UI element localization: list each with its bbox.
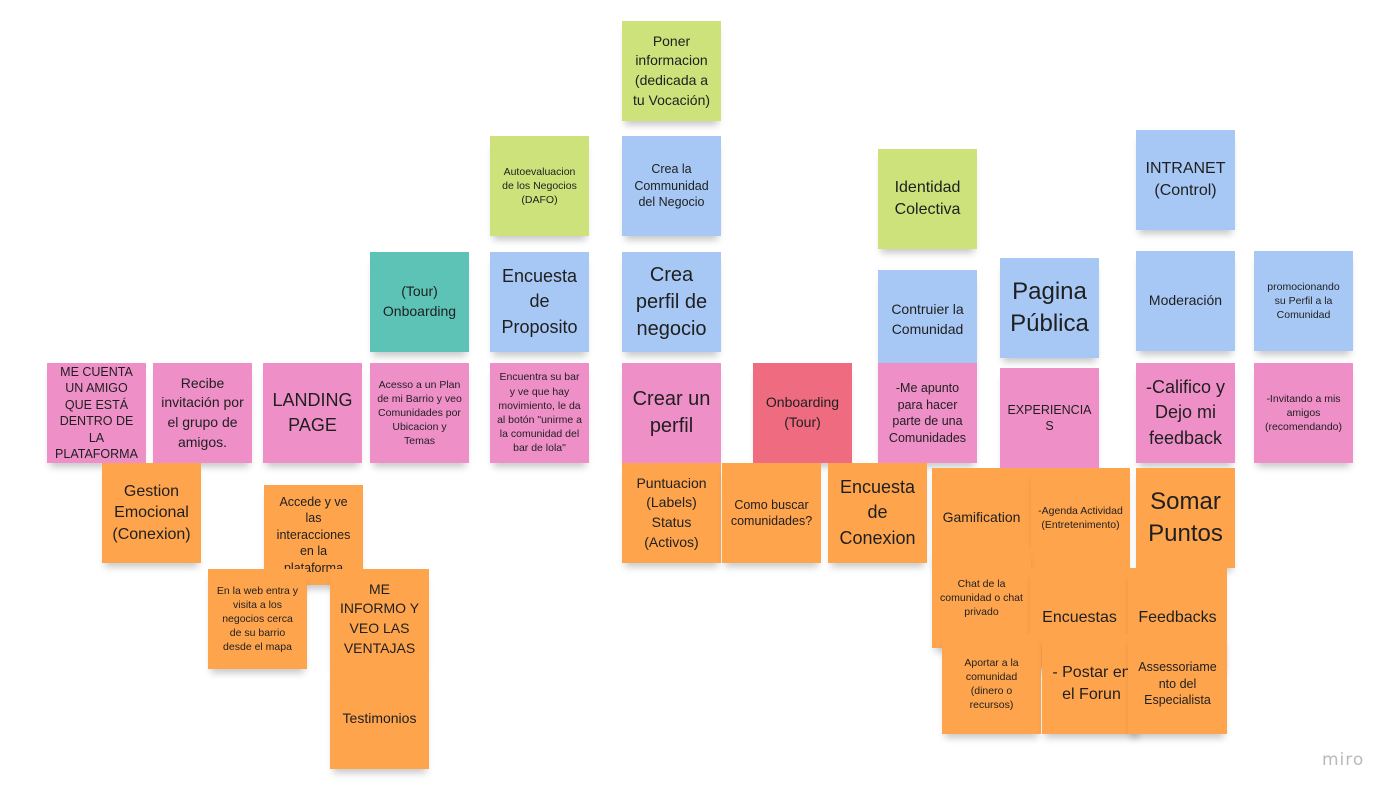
sticky-note-encuesta-de-conexion[interactable]: Encuesta de Conexion [828,463,927,563]
sticky-note-intranet-control[interactable]: INTRANET (Control) [1136,130,1235,230]
sticky-note-somar-puntos[interactable]: Somar Puntos [1136,468,1235,568]
sticky-note-agenda-actividad[interactable]: -Agenda Actividad (Entretenimento) [1031,468,1130,568]
sticky-note-puntuacion-labels[interactable]: Puntuacion (Labels) Status (Activos) [622,463,721,563]
sticky-note-aportar-comunidad[interactable]: Aportar a la comunidad (dinero o recurso… [942,634,1041,734]
sticky-note-recibe-invitacion[interactable]: Recibe invitación por el grupo de amigos… [153,363,252,463]
sticky-note-crea-perfil-negocio[interactable]: Crea perfil de negocio [622,252,721,352]
sticky-note-landing-page[interactable]: LANDING PAGE [263,363,362,463]
sticky-note-como-buscar-comunidades[interactable]: Como buscar comunidades? [722,463,821,563]
sticky-note-encuentra-su-bar[interactable]: Encuentra su bar y ve que hay movimiento… [490,363,589,463]
sticky-note-assessoriamento[interactable]: Assessoriame nto del Especialista [1128,634,1227,734]
sticky-note-chat-comunidad[interactable]: Chat de la comunidad o chat privado [932,548,1031,648]
sticky-note-en-la-web-entra[interactable]: En la web entra y visita a los negocios … [208,569,307,669]
sticky-note-poner-informacion[interactable]: Poner informacion (dedicada a tu Vocació… [622,21,721,121]
sticky-note-califico-feedback[interactable]: -Califico y Dejo mi feedback [1136,363,1235,463]
sticky-note-identidad-colectiva[interactable]: Identidad Colectiva [878,149,977,249]
sticky-note-gestion-emocional[interactable]: Gestion Emocional (Conexion) [102,463,201,563]
sticky-note-encuesta-de-proposito[interactable]: Encuesta de Proposito [490,252,589,352]
sticky-note-pagina-publica[interactable]: Pagina Pública [1000,258,1099,358]
sticky-note-autoevaluacion-dafo[interactable]: Autoevaluacion de los Negocios (DAFO) [490,136,589,236]
miro-logo: miro [1322,750,1365,770]
sticky-note-experiencias[interactable]: EXPERIENCIAS [1000,368,1099,468]
sticky-note-crear-un-perfil[interactable]: Crear un perfil [622,363,721,463]
sticky-note-promocionando-perfil[interactable]: promocionando su Perfil a la Comunidad [1254,251,1353,351]
sticky-note-onboarding-tour[interactable]: Onboarding (Tour) [753,363,852,463]
sticky-note-me-informo-ventajas[interactable]: ME INFORMO Y VEO LAS VENTAJAS [330,569,429,669]
sticky-note-accede-interacciones[interactable]: Accede y ve las interacciones en la plat… [264,485,363,585]
sticky-note-me-apunto[interactable]: -Me apunto para hacer parte de una Comun… [878,363,977,463]
sticky-note-acesso-plan-barrio[interactable]: Acesso a un Plan de mi Barrio y veo Comu… [370,363,469,463]
sticky-note-me-cuenta-un-amigo[interactable]: ME CUENTA UN AMIGO QUE ESTÁ DENTRO DE LA… [47,363,146,463]
sticky-note-testimonios[interactable]: Testimonios [330,669,429,769]
sticky-note-tour-onboarding[interactable]: (Tour) Onboarding [370,252,469,352]
sticky-note-postar-forun[interactable]: - Postar en el Forun [1042,634,1141,734]
sticky-note-crea-communidad-negocio[interactable]: Crea la Communidad del Negocio [622,136,721,236]
sticky-note-moderacion[interactable]: Moderación [1136,251,1235,351]
sticky-note-contruier-comunidad[interactable]: Contruier la Comunidad [878,270,977,370]
sticky-note-invitando-amigos[interactable]: -Invitando a mis amigos (recomendando) [1254,363,1353,463]
